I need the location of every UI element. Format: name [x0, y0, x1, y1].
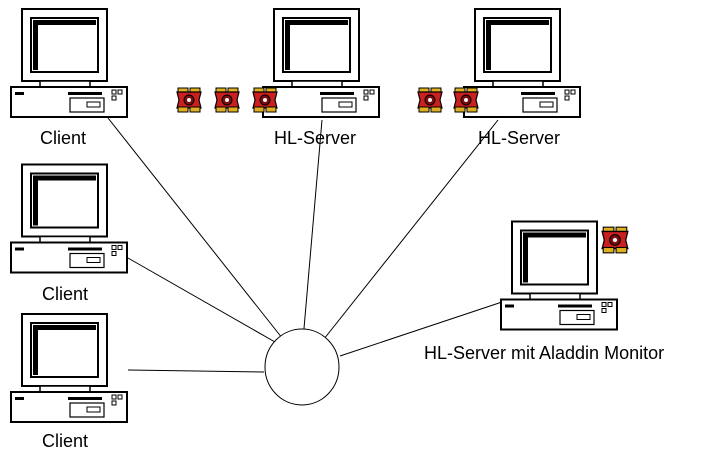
hasp-dongle-icon	[252, 87, 278, 113]
link-client-2	[127, 257, 276, 343]
desktop-computer-icon	[463, 8, 581, 118]
hasp-dongle-icon	[214, 87, 240, 113]
link-hl-server-monitor	[339, 299, 509, 357]
client-1-label: Client	[40, 128, 86, 148]
client-3-label: Client	[42, 431, 88, 451]
hasp-dongle-icon	[176, 87, 202, 113]
desktop-computer-icon	[10, 163, 129, 274]
hl-server-1-label: HL-Server	[274, 128, 356, 148]
desktop-computer-icon	[10, 8, 128, 118]
hl-server-1-node: HL-Server	[176, 8, 380, 148]
desktop-computer-icon	[10, 312, 129, 424]
client-1-node: Client	[10, 8, 128, 148]
network-hub	[264, 328, 340, 406]
hl-server-2-label: HL-Server	[478, 128, 560, 148]
client-2-label: Client	[42, 284, 88, 304]
hasp-dongle-icon	[601, 226, 629, 254]
desktop-computer-icon	[262, 8, 380, 118]
client-2-node: Client	[10, 163, 129, 304]
desktop-computer-icon	[500, 220, 619, 331]
link-client-1	[107, 117, 291, 349]
hl-server-2-node: HL-Server	[417, 8, 581, 148]
link-client-3	[127, 369, 265, 373]
hl-server-monitor-label: HL-Server mit Aladdin Monitor	[424, 343, 664, 363]
hasp-dongle-icon	[453, 87, 479, 113]
hasp-dongle-icon	[417, 87, 443, 113]
link-hl-server-1	[302, 119, 323, 341]
link-hl-server-2	[319, 119, 499, 345]
hl-server-monitor-node: HL-Server mit Aladdin Monitor	[424, 220, 664, 363]
connections	[107, 117, 509, 373]
client-3-node: Client	[10, 312, 129, 451]
